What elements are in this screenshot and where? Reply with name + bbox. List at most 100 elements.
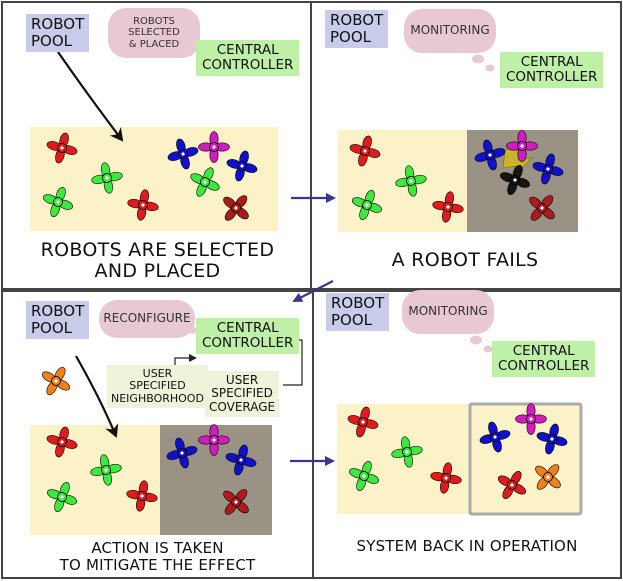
central-controller-3: CENTRAL CONTROLLER [196, 318, 300, 355]
thought-bubble-4-text: MONITORING [408, 304, 488, 319]
robot-hub-center [363, 149, 367, 153]
robot-hub-center [365, 203, 369, 207]
robot-icon [91, 162, 123, 194]
robot-hub-center [212, 145, 216, 149]
user-specified-coverage-text: USER SPECIFIED COVERAGE [209, 373, 276, 414]
robot-pool-1-label: ROBOT POOL [31, 15, 85, 50]
robot-icon [432, 191, 464, 223]
thought-bubble-3-text: RECONFIGURE [103, 311, 191, 326]
robot-pool-3-label: ROBOT POOL [31, 302, 85, 337]
robot-hub-center [181, 152, 185, 156]
central-controller-2-label: CENTRAL CONTROLLER [506, 54, 598, 86]
robot-hub-center [444, 476, 448, 480]
robot-icon [42, 186, 74, 218]
robot-icon [226, 150, 258, 182]
panel-1-caption: ROBOTS ARE SELECTED AND PLACED [20, 239, 295, 283]
robot-hub-center [529, 417, 533, 421]
robot-icon [198, 131, 230, 163]
robot-icon [351, 189, 383, 221]
robot-icon [391, 436, 423, 468]
robot-icon [348, 460, 380, 492]
robot-hub-center [104, 468, 108, 472]
robot-hub-center [240, 164, 244, 168]
robot-icon [349, 135, 381, 167]
robot-icon [90, 454, 122, 486]
robot-icon [532, 153, 564, 185]
robot-icon [126, 480, 158, 512]
robot-pool-3: ROBOT POOL [26, 301, 90, 339]
user-specified-neighborhood-note: USER SPECIFIED NEIGHBORHOOD [107, 365, 208, 408]
robot-icon [479, 421, 511, 453]
robot-icon [497, 470, 527, 500]
robot-pool-4: ROBOT POOL [326, 293, 390, 331]
robot-icon [41, 366, 71, 396]
robot-hub-center [488, 153, 492, 157]
panel-4-caption-text: SYSTEM BACK IN OPERATION [356, 537, 578, 555]
thought-bubble-4: MONITORING [402, 290, 494, 334]
robot-hub-center [361, 420, 365, 424]
pool-to-field-arrow-3 [75, 355, 119, 438]
thought-bubble-3: RECONFIGURE [99, 300, 195, 338]
robot-pool-1: ROBOT POOL [26, 14, 90, 52]
robot-hub-center [513, 178, 517, 182]
robot-hub-center [234, 500, 238, 504]
robot-icon [46, 481, 78, 513]
robot-hub-center [180, 451, 184, 455]
user-specified-coverage-note: USER SPECIFIED COVERAGE [205, 371, 280, 418]
robot-hub-center [510, 483, 514, 487]
robot-icon [506, 130, 538, 162]
thought-bubble-2: MONITORING [404, 9, 496, 53]
robot-hub-center [141, 203, 145, 207]
panel-3-caption: ACTION IS TAKEN TO MITIGATE THE EFFECT [20, 540, 295, 574]
robot-hub-center [493, 435, 497, 439]
panel-1-caption-text: ROBOTS ARE SELECTED AND PLACED [40, 239, 275, 283]
thought-bubble-1-text: ROBOTS SELECTED & PLACED [128, 16, 180, 50]
pool-to-field-arrow-1 [57, 51, 124, 142]
robot-icon [499, 164, 531, 196]
robot-icon [46, 426, 78, 458]
robot-hub-center [550, 437, 554, 441]
robot-hub-center [212, 438, 216, 442]
central-controller-1-label: CENTRAL CONTROLLER [202, 42, 294, 74]
panel-3-caption-text: ACTION IS TAKEN TO MITIGATE THE EFFECT [59, 539, 256, 574]
robot-hub-center [203, 180, 207, 184]
robot-pool-4-label: ROBOT POOL [331, 294, 385, 329]
robot-hub-center [362, 474, 366, 478]
thought-tail-2 [472, 54, 495, 72]
central-controller-4: CENTRAL CONTROLLER [492, 341, 596, 378]
robot-hub-center [140, 494, 144, 498]
robot-icon [225, 444, 257, 476]
robot-hub-center [405, 450, 409, 454]
robot-icon [474, 139, 506, 171]
robot-icon [127, 189, 159, 221]
robot-hub-center [60, 495, 64, 499]
robot-icon [536, 423, 568, 455]
robot-icon [395, 165, 427, 197]
central-controller-1: CENTRAL CONTROLLER [196, 40, 300, 77]
robot-pool-2-label: ROBOT POOL [330, 11, 384, 46]
robot-icon [223, 489, 249, 515]
robot-hub-center [546, 167, 550, 171]
robot-icon [535, 464, 561, 490]
robot-hub-center [54, 379, 58, 383]
robot-icon [166, 437, 198, 469]
robot-icon [198, 424, 230, 456]
flow-arrow-2-to-3 [292, 280, 334, 302]
robot-hub-center [446, 205, 450, 209]
robot-hub-center [540, 206, 544, 210]
robot-hub-center [60, 146, 64, 150]
robot-hub-center [105, 176, 109, 180]
robot-icon [46, 132, 78, 164]
thought-bubble-1: ROBOTS SELECTED & PLACED [108, 8, 200, 58]
robot-pool-2: ROBOT POOL [325, 10, 389, 48]
panel-2-caption: A ROBOT FAILS [320, 249, 610, 271]
panel-4-caption: SYSTEM BACK IN OPERATION [322, 538, 612, 555]
central-controller-4-label: CENTRAL CONTROLLER [498, 343, 590, 375]
robot-icon [167, 138, 199, 170]
robot-icon [347, 406, 379, 438]
thought-bubble-2-text: MONITORING [410, 23, 490, 38]
robot-icon [430, 462, 462, 494]
robot-hub-center [56, 200, 60, 204]
robot-hub-center [239, 458, 243, 462]
robot-hub-center [520, 144, 524, 148]
